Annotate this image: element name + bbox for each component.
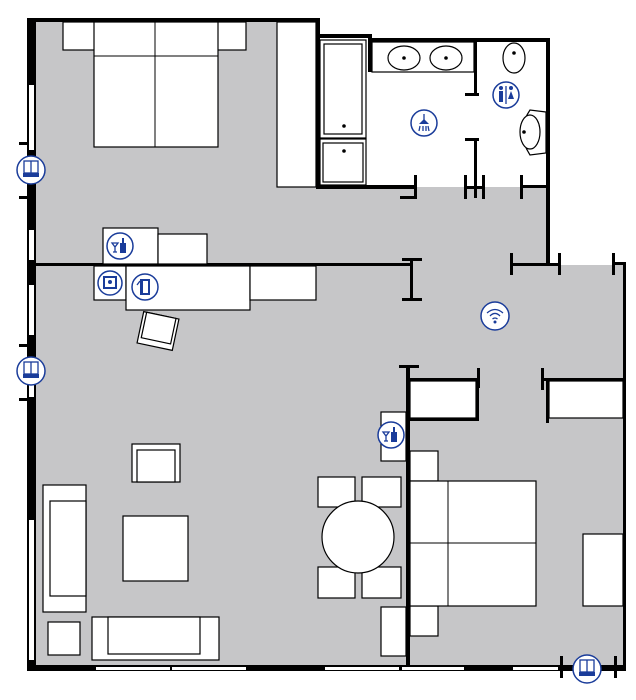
sofa-bottom-seat: [107, 616, 201, 655]
window: [29, 85, 34, 150]
window: [402, 667, 464, 670]
wall-segment: [546, 38, 550, 266]
desk-chair: [136, 310, 180, 352]
wardrobe: [409, 380, 477, 419]
wall-segment: [410, 258, 413, 300]
toilet: [502, 42, 526, 74]
radiator-icon: [572, 654, 602, 684]
window: [29, 520, 34, 660]
desk: [157, 233, 208, 265]
wall-segment: [520, 185, 548, 188]
wall-segment: [510, 263, 560, 266]
wall-segment: [410, 418, 479, 421]
wall-segment: [464, 186, 484, 189]
wall-segment: [623, 262, 626, 670]
wall-segment: [19, 398, 35, 401]
drain: [444, 56, 448, 60]
radiator-icon: [16, 155, 46, 185]
drain: [402, 56, 406, 60]
armchair-seat: [136, 449, 176, 483]
coffee-table: [122, 515, 189, 582]
wall-segment: [316, 34, 372, 38]
wall-segment: [406, 365, 410, 667]
wall-segment: [316, 18, 320, 188]
wall-segment: [368, 38, 550, 42]
window: [29, 230, 34, 260]
drain: [342, 149, 346, 153]
wall-segment: [476, 378, 479, 421]
minibar-icon: [106, 232, 134, 260]
window: [29, 385, 34, 397]
double-bed: [93, 21, 219, 148]
wall-segment: [510, 253, 513, 275]
wardrobe: [548, 380, 624, 419]
window: [172, 667, 246, 670]
wall-segment: [465, 93, 479, 96]
wall-segment: [19, 344, 35, 347]
window: [29, 285, 34, 335]
nightstand: [409, 450, 439, 482]
wall-segment: [474, 42, 477, 94]
dining-chair: [361, 566, 402, 599]
shower-icon: [410, 109, 438, 137]
side-table: [47, 621, 81, 656]
wall-segment: [368, 38, 372, 72]
drain: [512, 51, 516, 55]
wall-segment: [36, 263, 412, 266]
floor-area: [318, 187, 547, 265]
wall-segment: [614, 656, 617, 678]
wall-segment: [19, 142, 35, 145]
drain: [342, 124, 346, 128]
sofa-seat: [49, 500, 87, 597]
wall-segment: [414, 175, 417, 199]
dining-table: [321, 500, 395, 574]
wardrobe: [276, 21, 317, 188]
toilet-icon: [492, 81, 520, 109]
kettle-icon: [131, 273, 159, 301]
wall-segment: [402, 298, 422, 301]
desk: [582, 533, 624, 607]
wc-basin: [519, 114, 541, 150]
furniture: [42, 21, 624, 661]
walls: [19, 18, 626, 678]
wall-segment: [474, 138, 477, 198]
safe-icon: [97, 270, 123, 296]
wall-segment: [612, 262, 626, 265]
window: [96, 667, 170, 670]
wall-segment: [546, 378, 549, 423]
window: [325, 667, 399, 670]
radiator-icon: [16, 356, 46, 386]
bathtub-basin: [323, 43, 363, 135]
wall-segment: [541, 378, 624, 381]
minibar-icon: [377, 421, 405, 449]
wall-segment: [27, 18, 319, 22]
wall-segment: [19, 196, 35, 199]
wall-segment: [558, 253, 561, 275]
wifi-icon: [480, 301, 510, 331]
wall-segment: [465, 138, 479, 141]
wall-segment: [316, 185, 416, 189]
wall-segment: [560, 656, 563, 678]
cabinet: [380, 606, 407, 657]
window: [513, 667, 558, 670]
shelf: [249, 265, 317, 301]
drain: [522, 130, 526, 134]
shower-basin: [322, 142, 364, 183]
wall-segment: [400, 196, 417, 199]
wall-segment: [410, 378, 480, 381]
nightstand: [409, 605, 439, 637]
